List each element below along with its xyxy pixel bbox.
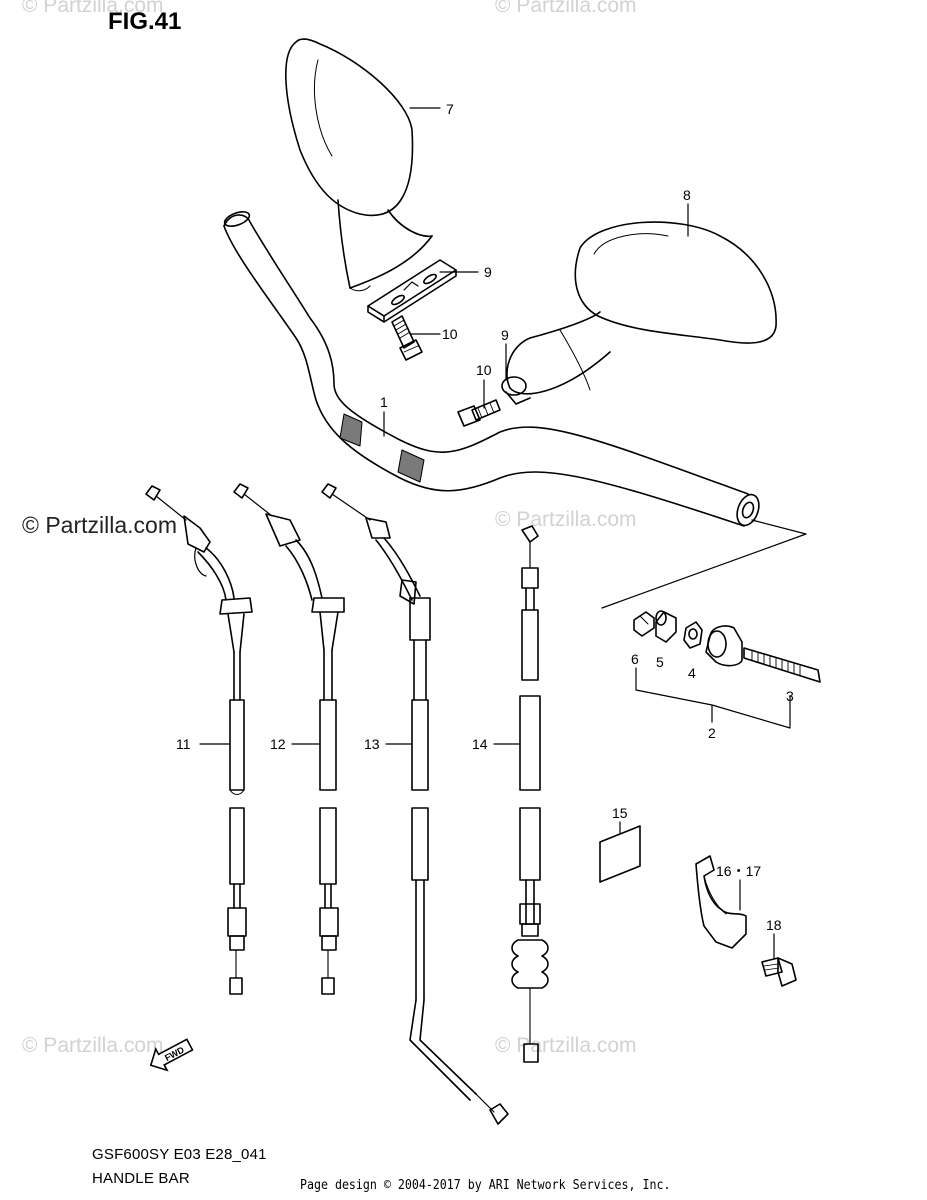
callout-3: 3: [786, 688, 794, 704]
callout-11: 11: [176, 736, 191, 752]
leader-lines: [199, 107, 791, 959]
throttle-cable-12[interactable]: [233, 483, 345, 995]
callout-5: 5: [656, 654, 664, 670]
callout-16-17: 16・17: [716, 863, 761, 879]
cable-clamp-16-17[interactable]: [695, 855, 747, 949]
clutch-cable-14[interactable]: [511, 525, 549, 1063]
watermark-bottom-left: © Partzilla.com: [22, 1034, 164, 1057]
mirror-adapter-right[interactable]: [501, 376, 531, 405]
callout-14: 14: [472, 736, 488, 752]
section-name: HANDLE BAR: [92, 1170, 190, 1187]
throttle-cable-11[interactable]: [145, 485, 253, 995]
mirror-right[interactable]: [506, 221, 777, 395]
callout-4: 4: [688, 665, 696, 681]
mirror-adapter-left[interactable]: [367, 259, 457, 323]
callout-8: 8: [683, 187, 691, 203]
callout-6: 6: [631, 651, 639, 667]
callout-18: 18: [766, 917, 782, 933]
balancer-weight[interactable]: [705, 625, 743, 667]
callout-15: 15: [612, 805, 628, 821]
watermark-middle-left: © Partzilla.com: [22, 512, 177, 538]
callout-10-right: 10: [476, 362, 492, 378]
watermark-top-right: © Partzilla.com: [495, 0, 637, 17]
watermark-top-left: © Partzilla.com: [22, 0, 164, 17]
callout-9-left: 9: [484, 264, 492, 280]
callout-2: 2: [708, 725, 716, 741]
callout-1: 1: [380, 394, 388, 410]
nut-6[interactable]: [633, 611, 655, 637]
mirror-left[interactable]: [285, 38, 433, 292]
handlebar[interactable]: [223, 209, 763, 529]
callout-13: 13: [364, 736, 380, 752]
choke-cable-13[interactable]: [321, 483, 509, 1125]
model-code: GSF600SY E03 E28_041: [92, 1146, 267, 1163]
bolt-right[interactable]: [457, 399, 501, 427]
callout-labels: 7 8 9 10 9 10 1 6 5 4 3 2 11 12 13 14 15…: [176, 101, 794, 933]
callout-7: 7: [446, 101, 454, 117]
spacer-5[interactable]: [655, 610, 677, 643]
nut-4[interactable]: [683, 621, 703, 649]
callout-10-left: 10: [442, 326, 458, 342]
callout-9-right: 9: [501, 327, 509, 343]
balancer-leader: [601, 519, 807, 729]
label-15[interactable]: [599, 825, 641, 883]
bolt-left[interactable]: [391, 315, 423, 361]
page-credit: Page design © 2004-2017 by ARI Network S…: [300, 1177, 671, 1193]
callout-12: 12: [270, 736, 286, 752]
watermark-middle-right: © Partzilla.com: [495, 508, 637, 531]
figure-title: FIG.41: [108, 8, 182, 35]
screw-3[interactable]: [743, 647, 821, 683]
bolt-18[interactable]: [761, 957, 797, 987]
fwd-arrow-icon: FWD: [149, 1038, 194, 1072]
